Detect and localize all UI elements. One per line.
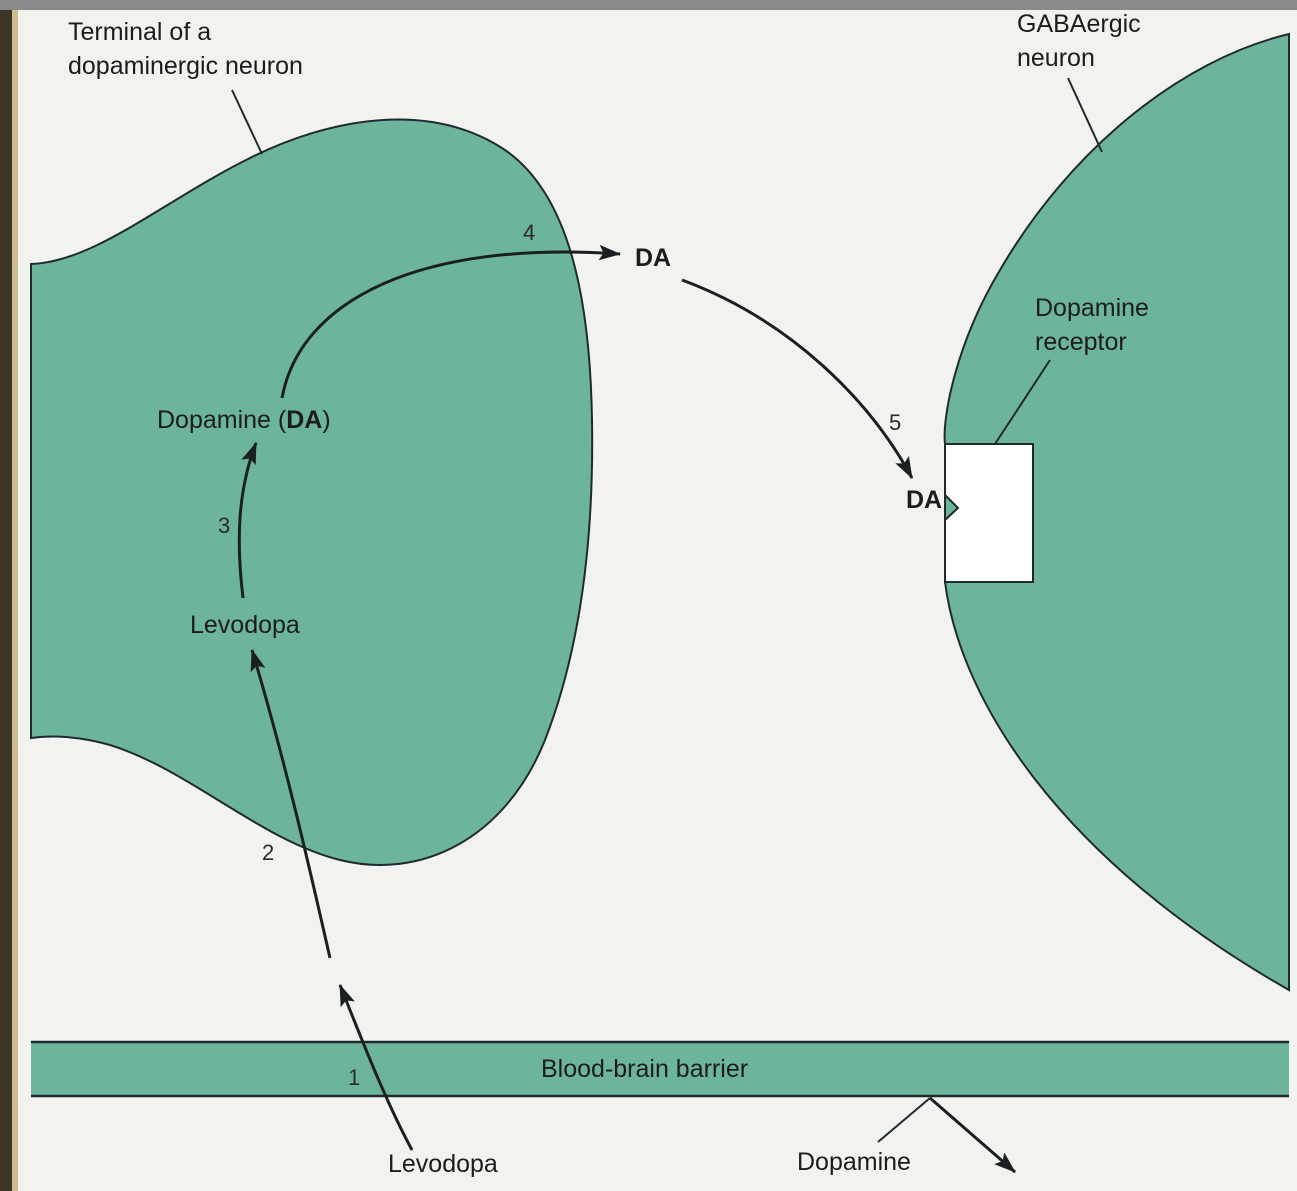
label-gabaergic-line1: GABAergic (1017, 10, 1141, 38)
label-dopamine-da: Dopamine (DA) (157, 406, 331, 434)
dopamine-receptor (944, 443, 1034, 583)
label-terminal-line1: Terminal of a (68, 18, 211, 46)
step-number-1: 1 (348, 1065, 360, 1090)
leader-receptor (994, 359, 1051, 445)
leader-dopamine-bottom (877, 1097, 931, 1143)
blood-brain-barrier-band (31, 1042, 1289, 1096)
arrow-step-1 (338, 983, 414, 1151)
step-number-3: 3 (218, 513, 230, 538)
label-blood-brain-barrier: Blood-brain barrier (541, 1055, 748, 1083)
label-da-synapse: DA (635, 244, 671, 272)
step-number-2: 2 (262, 840, 274, 865)
leader-dopaminergic-terminal (231, 89, 263, 155)
step-number-4: 4 (523, 220, 535, 245)
label-receptor-line2: receptor (1035, 328, 1127, 356)
label-da-receptor: DA (906, 486, 942, 514)
label-levodopa-inside: Levodopa (190, 611, 300, 639)
top-border (0, 0, 1297, 10)
left-border-highlight (12, 10, 18, 1191)
dopaminergic-terminal-shape (30, 118, 594, 866)
gabaergic-neuron-shape (943, 32, 1290, 992)
arrow-step-2 (250, 648, 332, 959)
arrow-step-5 (681, 278, 914, 479)
step-number-5: 5 (889, 410, 901, 435)
arrow-dopamine-blocked (929, 1096, 1016, 1174)
arrow-step-3 (237, 441, 258, 599)
arrow-step-4 (280, 244, 622, 399)
label-gabaergic-line2: neuron (1017, 44, 1095, 72)
label-terminal-line2: dopaminergic neuron (68, 52, 303, 80)
left-border (0, 10, 12, 1191)
label-dopamine-bottom: Dopamine (797, 1148, 911, 1176)
label-receptor-line1: Dopamine (1035, 294, 1149, 322)
leader-gabaergic (1067, 77, 1103, 153)
label-levodopa-bottom: Levodopa (388, 1150, 498, 1178)
